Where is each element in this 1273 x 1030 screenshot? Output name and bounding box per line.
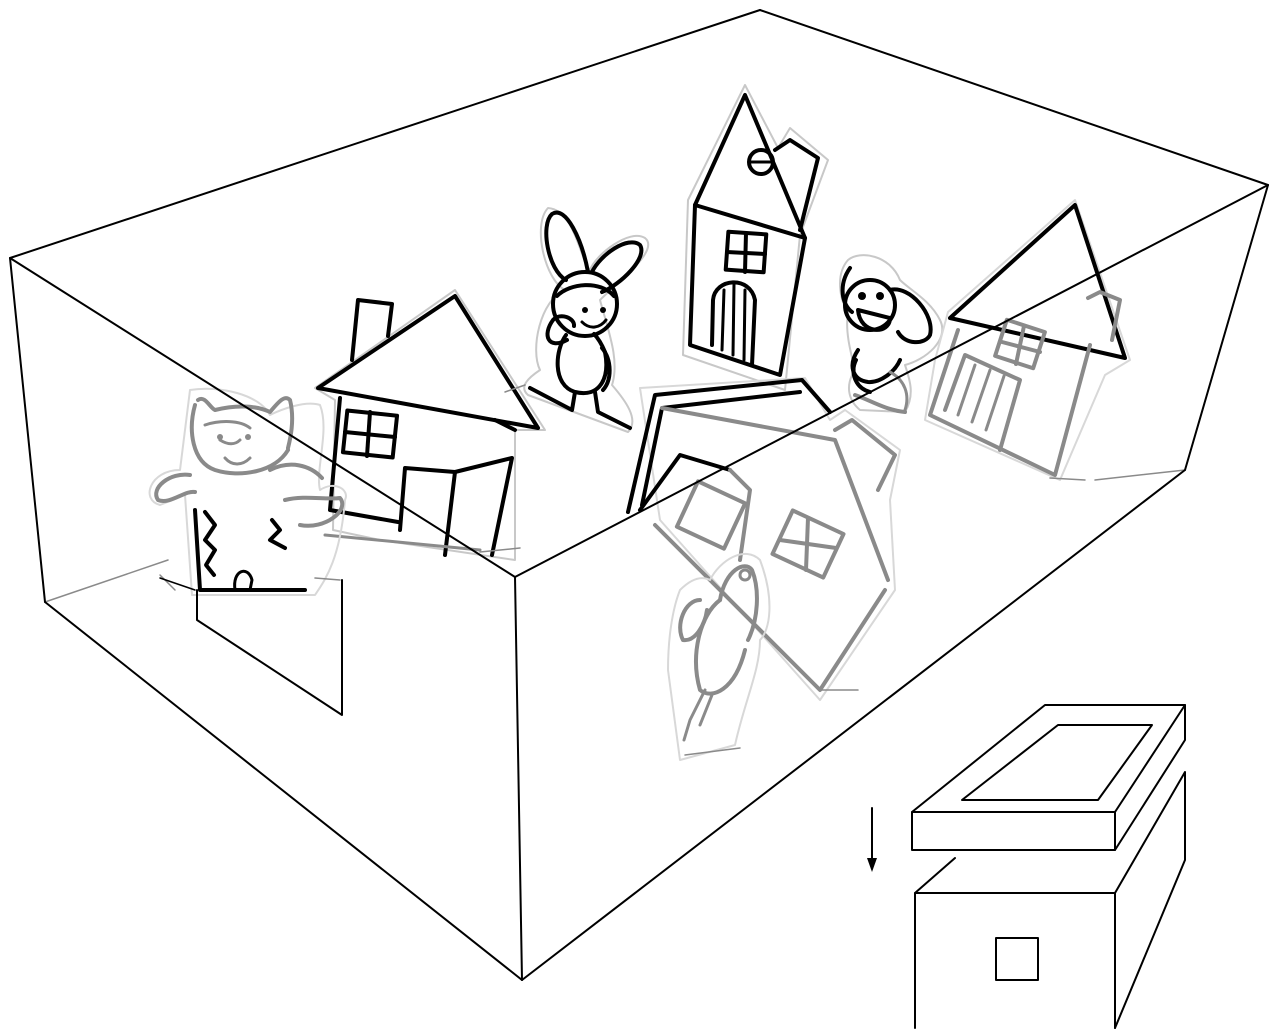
cat	[150, 389, 346, 595]
small-house-left	[315, 290, 545, 560]
monkey	[840, 255, 942, 412]
box-lid	[912, 705, 1185, 850]
cat-card	[160, 578, 342, 715]
down-arrow-icon	[867, 808, 877, 872]
box-body	[915, 772, 1185, 1028]
tall-house	[683, 85, 828, 390]
rabbit	[505, 208, 648, 432]
house-right	[925, 200, 1130, 480]
